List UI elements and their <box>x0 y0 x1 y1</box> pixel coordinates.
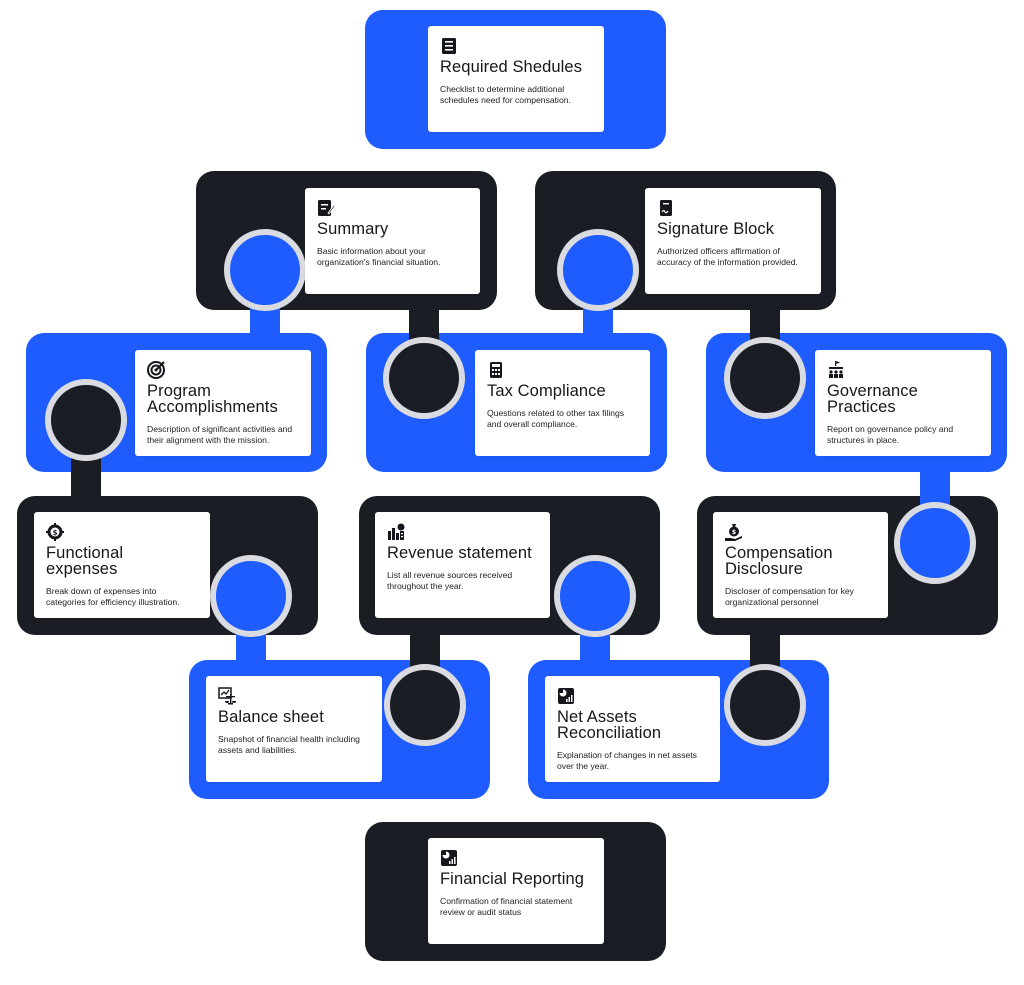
puzzle-connector <box>724 625 806 746</box>
card-title: Balance sheet <box>218 708 324 726</box>
card-title: Financial Reporting <box>440 870 585 888</box>
puzzle-connector <box>557 229 639 340</box>
card-title: Governance Practices <box>827 382 918 416</box>
signature-document-icon <box>657 199 675 217</box>
card-title: Net Assets Reconciliation <box>557 708 662 742</box>
report-chart-icon <box>557 687 575 705</box>
card-summary: Summary Basic information about your org… <box>305 188 480 294</box>
money-bag-hand-icon: $ <box>725 523 743 541</box>
card-description: Snapshot of financial health including a… <box>218 734 360 755</box>
card-description: Report on governance policy and structur… <box>827 424 954 445</box>
card-financial-reporting: Financial Reporting Confirmation of fina… <box>428 838 604 944</box>
card-title: Signature Block <box>657 220 775 238</box>
card-description: Questions related to other tax filings a… <box>487 408 625 429</box>
card-net-assets-reconciliation: Net Assets Reconciliation Explanation of… <box>545 676 720 782</box>
card-description: Basic information about your organizatio… <box>317 246 441 267</box>
report-chart-icon <box>440 849 458 867</box>
card-description: Confirmation of financial statement revi… <box>440 896 573 917</box>
dollar-gear-icon: $ <box>46 523 64 541</box>
card-program-accomplishments: Program Accomplishments Description of s… <box>135 350 311 456</box>
card-description: Checklist to determine additional schedu… <box>440 84 571 105</box>
revenue-chart-icon <box>387 523 405 541</box>
card-title: Revenue statement <box>387 544 532 562</box>
card-description: Explanation of changes in net assets ove… <box>557 750 697 771</box>
card-compensation-disclosure: $ Compensation Disclosure Discloser of c… <box>713 512 888 618</box>
puzzle-connector <box>894 460 976 584</box>
puzzle-connector <box>383 300 465 419</box>
puzzle-connector <box>224 229 306 340</box>
card-title: Program Accomplishments <box>147 382 278 416</box>
target-icon <box>147 361 165 379</box>
card-title: Tax Compliance <box>487 382 606 400</box>
card-title: Summary <box>317 220 389 238</box>
card-description: Discloser of compensation for key organi… <box>725 586 854 607</box>
card-description: Description of significant activities an… <box>147 424 293 445</box>
puzzle-connector <box>45 379 127 505</box>
board-meeting-icon <box>827 361 845 379</box>
puzzle-connector <box>724 300 806 419</box>
svg-text:$: $ <box>53 529 58 537</box>
card-title: Compensation Disclosure <box>725 544 833 578</box>
card-description: Break down of expenses into categories f… <box>46 586 180 607</box>
checklist-icon <box>440 37 458 55</box>
tax-calculator-icon <box>487 361 505 379</box>
card-signature-block: Signature Block Authorized officers affi… <box>645 188 821 294</box>
svg-text:$: $ <box>732 529 736 536</box>
puzzle-connector <box>384 625 466 746</box>
balance-scale-icon <box>218 687 236 705</box>
card-required-schedules: Required Shedules Checklist to determine… <box>428 26 604 132</box>
puzzle-connector <box>554 555 636 665</box>
document-edit-icon <box>317 199 335 217</box>
card-description: List all revenue sources received throug… <box>387 570 513 591</box>
card-balance-sheet: Balance sheet Snapshot of financial heal… <box>206 676 382 782</box>
card-revenue-statement: Revenue statement List all revenue sourc… <box>375 512 550 618</box>
card-title: Functional expenses <box>46 544 124 578</box>
card-functional-expenses: $ Functional expenses Break down of expe… <box>34 512 210 618</box>
puzzle-connector <box>210 555 292 665</box>
card-governance-practices: Governance Practices Report on governanc… <box>815 350 991 456</box>
card-title: Required Shedules <box>440 58 583 76</box>
card-description: Authorized officers affirmation of accur… <box>657 246 798 267</box>
card-tax-compliance: Tax Compliance Questions related to othe… <box>475 350 650 456</box>
